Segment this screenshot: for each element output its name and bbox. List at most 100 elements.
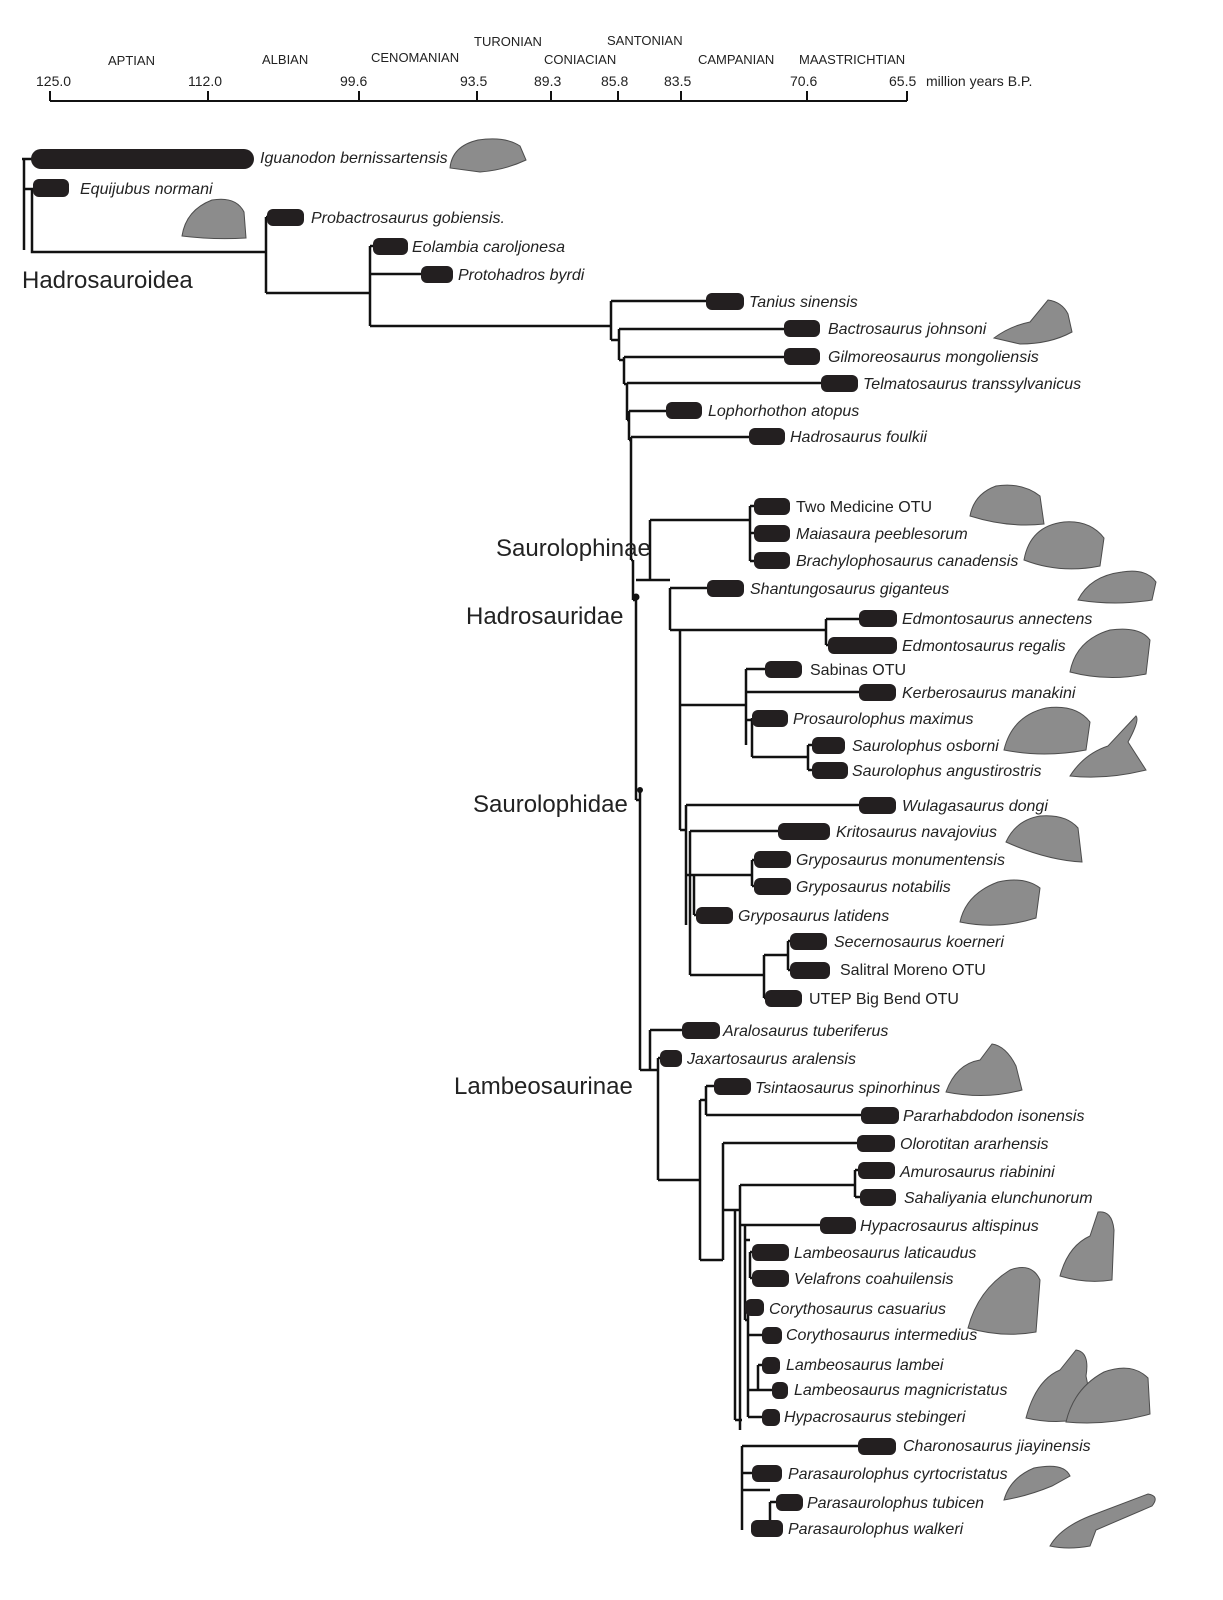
range-bar: [776, 1494, 803, 1511]
range-bar: [373, 238, 408, 255]
gryposaurus-skull-image: [959, 879, 1041, 926]
range-bar: [762, 1357, 780, 1374]
bactrosaurus-skull-image: [992, 299, 1073, 345]
tick-label: 99.6: [340, 73, 367, 89]
stage-label: CENOMANIAN: [371, 50, 459, 65]
range-bar: [754, 525, 790, 542]
range-bar: [820, 1217, 856, 1234]
range-bar: [765, 661, 802, 678]
two-medicine-skull-image: [969, 484, 1045, 526]
range-bar: [751, 1520, 783, 1537]
stage-label: APTIAN: [108, 53, 155, 68]
hypacrosaurus-skull-image: [1059, 1211, 1115, 1282]
taxon-label-equijubus-normani: Equijubus normani: [80, 181, 213, 198]
parasaurolophus-cyrtocristatus-skull-image: [1003, 1465, 1071, 1501]
range-bar: [812, 737, 845, 754]
tick-label: 125.0: [36, 73, 71, 89]
range-bar: [858, 1162, 895, 1179]
taxon-label-tsintaosaurus-spinorhinus: Tsintaosaurus spinorhinus: [755, 1080, 940, 1097]
taxon-label-protohadros-byrdi: Protohadros byrdi: [458, 267, 585, 284]
equijubus-skull-image: [181, 198, 247, 240]
kritosaurus-skull-image: [1005, 815, 1083, 863]
range-bar: [749, 428, 785, 445]
range-bar: [857, 1135, 895, 1152]
prosaurolophus-skull-image: [1003, 706, 1091, 755]
time-unit-label: million years B.P.: [926, 73, 1032, 89]
taxon-label-corythosaurus-intermedius: Corythosaurus intermedius: [786, 1327, 977, 1344]
stage-label: TURONIAN: [474, 34, 542, 49]
range-bar: [778, 823, 830, 840]
taxon-labels: Iguanodon bernissartensis Equijubus norm…: [80, 150, 1093, 1538]
taxon-label-sahaliyania-elunchunorum: Sahaliyania elunchunorum: [904, 1190, 1093, 1207]
taxon-label-kritosaurus-navajovius: Kritosaurus navajovius: [836, 824, 997, 841]
range-bar: [421, 266, 453, 283]
stage-label: CAMPANIAN: [698, 52, 774, 67]
taxon-label-saurolophus-angustirostris: Saurolophus angustirostris: [852, 763, 1041, 780]
clade-label-hadrosauroidea: Hadrosauroidea: [22, 267, 193, 294]
range-bar: [859, 797, 896, 814]
stage-label: ALBIAN: [262, 52, 308, 67]
range-bar: [707, 580, 744, 597]
tsintaosaurus-skull-image: [945, 1043, 1023, 1097]
taxon-label-tanius-sinensis: Tanius sinensis: [749, 294, 858, 311]
clade-label-saurolophinae: Saurolophinae: [496, 535, 651, 562]
taxon-label-aralosaurus-tuberiferus: Aralosaurus tuberiferus: [722, 1023, 888, 1040]
range-bar: [861, 1107, 899, 1124]
taxon-label-charonosaurus-jiayinensis: Charonosaurus jiayinensis: [903, 1438, 1091, 1455]
taxon-label-probactrosaurus-gobiensis: Probactrosaurus gobiensis.: [311, 210, 505, 227]
range-bar: [828, 637, 897, 654]
range-bar: [790, 933, 827, 950]
taxon-bars: [31, 149, 899, 1537]
tick-label: 93.5: [460, 73, 487, 89]
tree-branches: [22, 157, 863, 1530]
taxon-label-kerberosaurus-manakini: Kerberosaurus manakini: [902, 685, 1076, 702]
range-bar: [859, 610, 897, 627]
range-bar: [267, 209, 304, 226]
taxon-label-gryposaurus-notabilis: Gryposaurus notabilis: [796, 879, 951, 896]
tick-label: 89.3: [534, 73, 561, 89]
taxon-label-parasaurolophus-cyrtocristatus: Parasaurolophus cyrtocristatus: [788, 1466, 1008, 1483]
range-bar: [714, 1078, 751, 1095]
brachylophosaurus-skull-image: [1077, 570, 1157, 604]
taxon-label-iguanodon-bernissartensis: Iguanodon bernissartensis: [260, 150, 448, 167]
range-bar: [762, 1327, 782, 1344]
taxon-label-gryposaurus-latidens: Gryposaurus latidens: [738, 908, 889, 925]
taxon-label-parasaurolophus-tubicen: Parasaurolophus tubicen: [807, 1495, 984, 1512]
stage-label: MAASTRICHTIAN: [799, 52, 905, 67]
stage-label: SANTONIAN: [607, 33, 683, 48]
taxon-label-parasaurolophus-walkeri: Parasaurolophus walkeri: [788, 1521, 964, 1538]
taxon-label-jaxartosaurus-aralensis: Jaxartosaurus aralensis: [686, 1051, 856, 1068]
taxon-label-salitral-moreno-otu: Salitral Moreno OTU: [840, 962, 986, 979]
lambeosaurus-magnicristatus-skull-image: [1065, 1367, 1151, 1424]
clade-labels: Hadrosauroidea Saurolophinae Hadrosaurid…: [22, 267, 651, 1100]
taxon-label-pararhabdodon-isonensis: Pararhabdodon isonensis: [903, 1108, 1084, 1125]
range-bar: [754, 851, 791, 868]
range-bar: [745, 1299, 764, 1316]
stage-label: CONIACIAN: [544, 52, 616, 67]
taxon-label-secernosaurus-koerneri: Secernosaurus koerneri: [834, 934, 1004, 951]
taxon-label-amurosaurus-riabinini: Amurosaurus riabinini: [899, 1164, 1055, 1181]
taxon-label-brachylophosaurus-canadensis: Brachylophosaurus canadensis: [796, 553, 1018, 570]
taxon-label-velafrons-coahuilensis: Velafrons coahuilensis: [794, 1271, 954, 1288]
tick-label: 65.5: [889, 73, 916, 89]
taxon-label-olorotitan-ararhensis: Olorotitan ararhensis: [900, 1136, 1049, 1153]
clade-label-saurolophidae: Saurolophidae: [473, 791, 628, 818]
taxon-label-lophorhothon-atopus: Lophorhothon atopus: [708, 403, 859, 420]
taxon-label-edmontosaurus-regalis: Edmontosaurus regalis: [902, 638, 1066, 655]
taxon-label-lambeosaurus-laticaudus: Lambeosaurus laticaudus: [794, 1245, 976, 1262]
taxon-label-hypacrosaurus-stebingeri: Hypacrosaurus stebingeri: [784, 1409, 966, 1426]
range-bar: [860, 1189, 896, 1206]
taxon-label-gryposaurus-monumentensis: Gryposaurus monumentensis: [796, 852, 1005, 869]
taxon-label-gilmoreosaurus-mongoliensis: Gilmoreosaurus mongoliensis: [828, 349, 1039, 366]
range-bar: [660, 1050, 682, 1067]
time-scale: APTIAN ALBIAN CENOMANIAN TURONIAN CONIAC…: [36, 33, 1032, 102]
tick-label: 112.0: [188, 73, 222, 89]
range-bar: [772, 1382, 788, 1399]
range-bar: [752, 1465, 782, 1482]
taxon-label-hypacrosaurus-altispinus: Hypacrosaurus altispinus: [860, 1218, 1039, 1235]
skull-illustrations: [181, 138, 1157, 1549]
range-bar: [706, 293, 744, 310]
saurolophidae-node: [637, 787, 643, 793]
tick-label: 83.5: [664, 73, 691, 89]
